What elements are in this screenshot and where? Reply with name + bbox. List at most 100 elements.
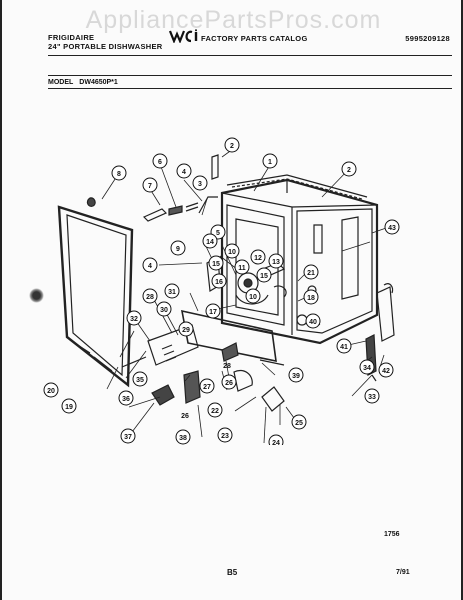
callout-balloons: 1 2 2 3 4 4 5 6 7 8 9 10 10 11 12 13 14 … (43, 137, 400, 450)
callout-12: 12 (250, 249, 266, 265)
callout-28b: 28 (223, 363, 231, 370)
callout-33: 33 (364, 388, 380, 404)
callout-43-label: 43 (388, 225, 396, 232)
callout-2b-label: 2 (347, 167, 351, 174)
callout-6: 6 (152, 153, 168, 169)
callout-25: 25 (291, 414, 307, 430)
callout-34-label: 34 (363, 365, 371, 372)
exploded-parts-diagram: 1 2 2 3 4 4 5 6 7 8 9 10 10 11 12 13 14 … (22, 135, 452, 450)
callout-23-label: 23 (221, 433, 229, 440)
callout-17-label: 17 (209, 309, 217, 316)
callout-4b: 4 (142, 257, 158, 273)
callout-20: 20 (43, 382, 59, 398)
model-label: MODEL (48, 79, 74, 86)
callout-42-label: 42 (382, 368, 390, 375)
wci-logo (169, 29, 198, 43)
callout-37: 37 (120, 428, 136, 444)
door-panel (57, 197, 134, 388)
callout-27: 27 (199, 378, 215, 394)
callout-2b: 2 (341, 161, 357, 177)
page-code: B5 (227, 568, 238, 577)
callout-29: 29 (178, 321, 194, 337)
callout-10a-label: 10 (228, 249, 236, 256)
lower-control-panel (121, 309, 285, 412)
callout-41: 41 (336, 338, 352, 354)
callout-40: 40 (305, 313, 321, 329)
callout-38-label: 38 (179, 435, 187, 442)
tub-cabinet (220, 174, 379, 345)
callout-30: 30 (156, 301, 172, 317)
callout-18-label: 18 (307, 295, 315, 302)
brand-name: FRIGIDAIRE (48, 33, 95, 42)
callout-1-label: 1 (268, 159, 272, 166)
callout-14: 14 (202, 233, 218, 249)
callout-10a: 10 (224, 243, 240, 259)
callout-7: 7 (142, 177, 158, 193)
callout-27-label: 27 (203, 384, 211, 391)
callout-40-label: 40 (309, 319, 317, 326)
diagram-svg: 1 2 2 3 4 4 5 6 7 8 9 10 10 11 12 13 14 … (43, 137, 400, 450)
callout-42: 42 (378, 362, 394, 378)
callout-19: 19 (61, 398, 77, 414)
callout-29-label: 29 (182, 327, 190, 334)
callout-10b-label: 10 (249, 294, 257, 301)
model-number: DW4650P*1 (79, 79, 118, 86)
callout-37-label: 37 (124, 434, 132, 441)
callout-12-label: 12 (254, 255, 262, 262)
callout-7-label: 7 (148, 183, 152, 190)
header-rule-middle (48, 75, 452, 76)
callout-28a: 28 (142, 288, 158, 304)
callout-32-label: 32 (130, 316, 138, 323)
callout-39: 39 (288, 367, 304, 383)
callout-33-label: 33 (368, 394, 376, 401)
callout-5-label: 5 (216, 230, 220, 237)
callout-23: 23 (217, 427, 233, 443)
callout-17: 17 (205, 303, 221, 319)
callout-21: 21 (303, 264, 319, 280)
callout-39-label: 39 (292, 373, 300, 380)
callout-25-label: 25 (295, 420, 303, 427)
callout-14-label: 14 (206, 239, 214, 246)
callout-2a: 2 (224, 137, 240, 153)
watermark: AppliancePartsPros.com (85, 6, 382, 34)
callout-13-label: 13 (272, 259, 280, 266)
callout-24-label: 24 (272, 440, 280, 445)
callout-32: 32 (126, 310, 142, 326)
callout-18: 18 (303, 289, 319, 305)
callout-31-label: 31 (168, 289, 176, 296)
callout-35-label: 35 (136, 377, 144, 384)
callout-26a-label: 26 (225, 380, 233, 387)
callout-4a: 4 (176, 163, 192, 179)
figure-number: 1756 (384, 531, 400, 538)
callout-24: 24 (268, 434, 284, 450)
callout-6-label: 6 (158, 159, 162, 166)
header-rule-top (48, 55, 452, 56)
callout-1: 1 (262, 153, 278, 169)
callout-11: 11 (234, 259, 250, 275)
callout-41-label: 41 (340, 344, 348, 351)
callout-13: 13 (268, 253, 284, 269)
catalog-number: 5995209128 (405, 34, 450, 43)
callout-36-label: 36 (122, 396, 130, 403)
callout-9-label: 9 (176, 246, 180, 253)
header-rule-bottom (48, 88, 452, 89)
callout-28b-label: 28 (223, 363, 231, 370)
callout-15a-label: 15 (212, 261, 220, 268)
hinge-parts (142, 154, 219, 222)
callout-36: 36 (118, 390, 134, 406)
model-line: MODEL DW4650P*1 (48, 79, 118, 86)
callout-3: 3 (192, 175, 208, 191)
callout-9: 9 (170, 240, 186, 256)
revision-date: 7/91 (396, 569, 410, 576)
callout-8: 8 (111, 165, 127, 181)
product-name: 24" PORTABLE DISHWASHER (48, 42, 163, 51)
callout-34: 34 (359, 359, 375, 375)
callout-2a-label: 2 (230, 143, 234, 150)
callout-4a-label: 4 (182, 169, 186, 176)
callout-10b: 10 (245, 288, 261, 304)
callout-22-label: 22 (211, 408, 219, 415)
callout-4b-label: 4 (148, 263, 152, 270)
callout-16: 16 (211, 273, 227, 289)
callout-28a-label: 28 (146, 294, 154, 301)
callout-38: 38 (175, 429, 191, 445)
